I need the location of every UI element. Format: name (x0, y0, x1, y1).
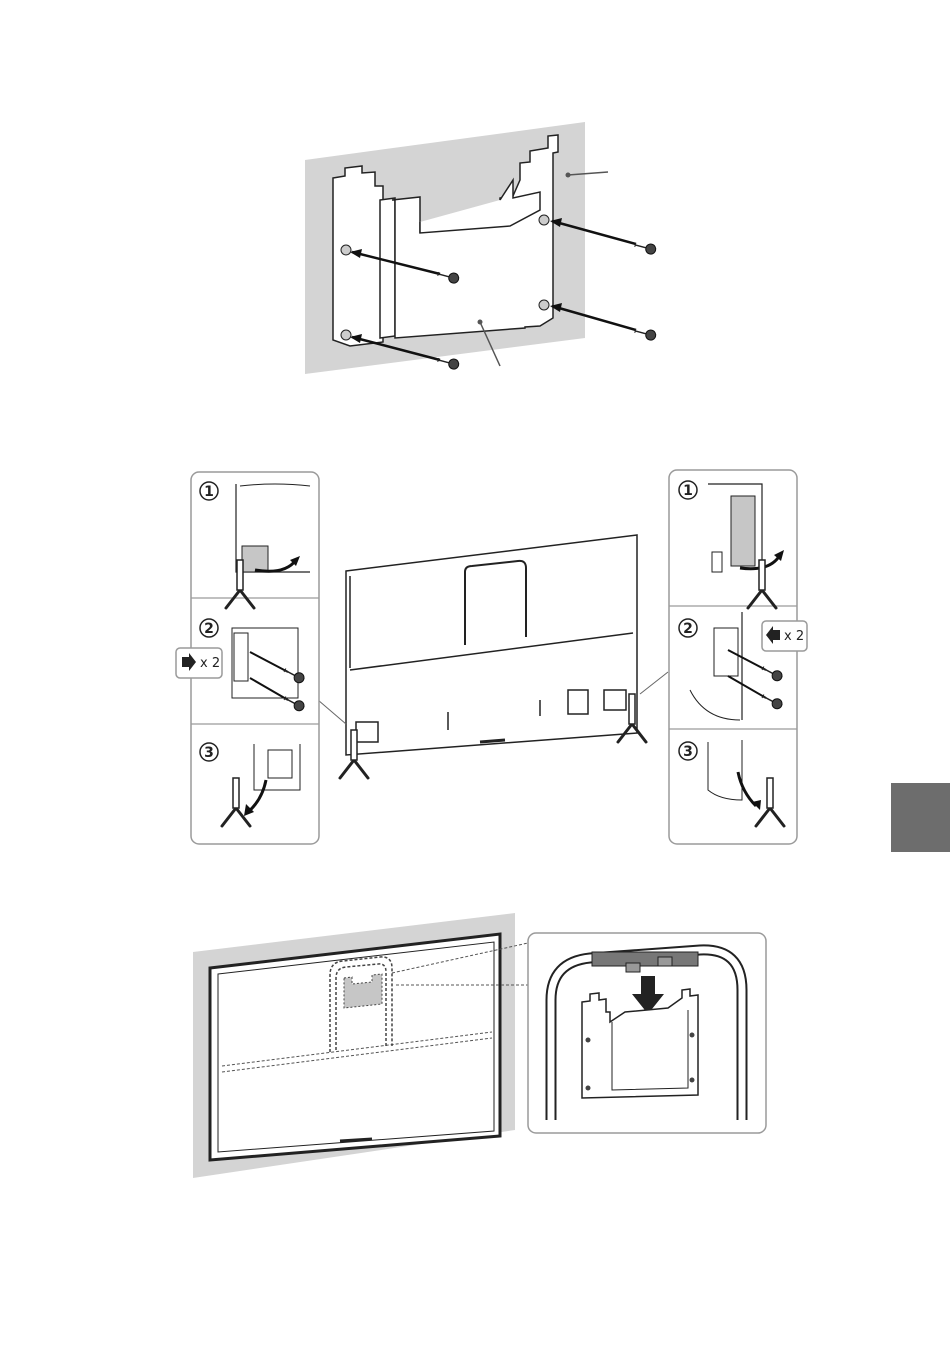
step-badge: 3 (679, 742, 697, 760)
figure-remove-stands: 1 2 x 2 (176, 470, 807, 844)
screw-count-callout: x 2 (762, 621, 807, 651)
tv-front-view (210, 934, 528, 1160)
svg-text:x 2: x 2 (200, 656, 220, 671)
svg-text:1: 1 (683, 483, 693, 499)
screw-count-callout: x 2 (176, 648, 222, 678)
step-badge: 2 (679, 619, 697, 637)
screw-icon (634, 326, 657, 341)
figure-hang-tv (193, 913, 766, 1178)
svg-text:2: 2 (204, 621, 214, 637)
svg-text:3: 3 (683, 744, 693, 760)
svg-text:2: 2 (683, 621, 693, 637)
svg-text:x 2: x 2 (784, 629, 804, 644)
figure-wall-bracket (305, 122, 657, 374)
screw-hole (341, 245, 351, 255)
screw-hole (539, 300, 549, 310)
screw-icon (437, 355, 460, 370)
screw-icon (634, 240, 657, 255)
screw-hole (539, 215, 549, 225)
svg-text:3: 3 (204, 745, 214, 761)
step-panel-right: 1 2 x 2 (669, 470, 807, 844)
step-panel-left: 1 2 x 2 (176, 472, 319, 844)
screw-hole (341, 330, 351, 340)
step-badge: 3 (200, 743, 218, 761)
step-badge: 1 (679, 481, 697, 499)
svg-text:1: 1 (204, 484, 214, 500)
step-badge: 1 (200, 482, 218, 500)
detail-panel-hook (528, 933, 766, 1133)
step-badge: 2 (200, 619, 218, 637)
section-tab-marker (891, 783, 950, 852)
tv-rear-view (346, 535, 637, 755)
